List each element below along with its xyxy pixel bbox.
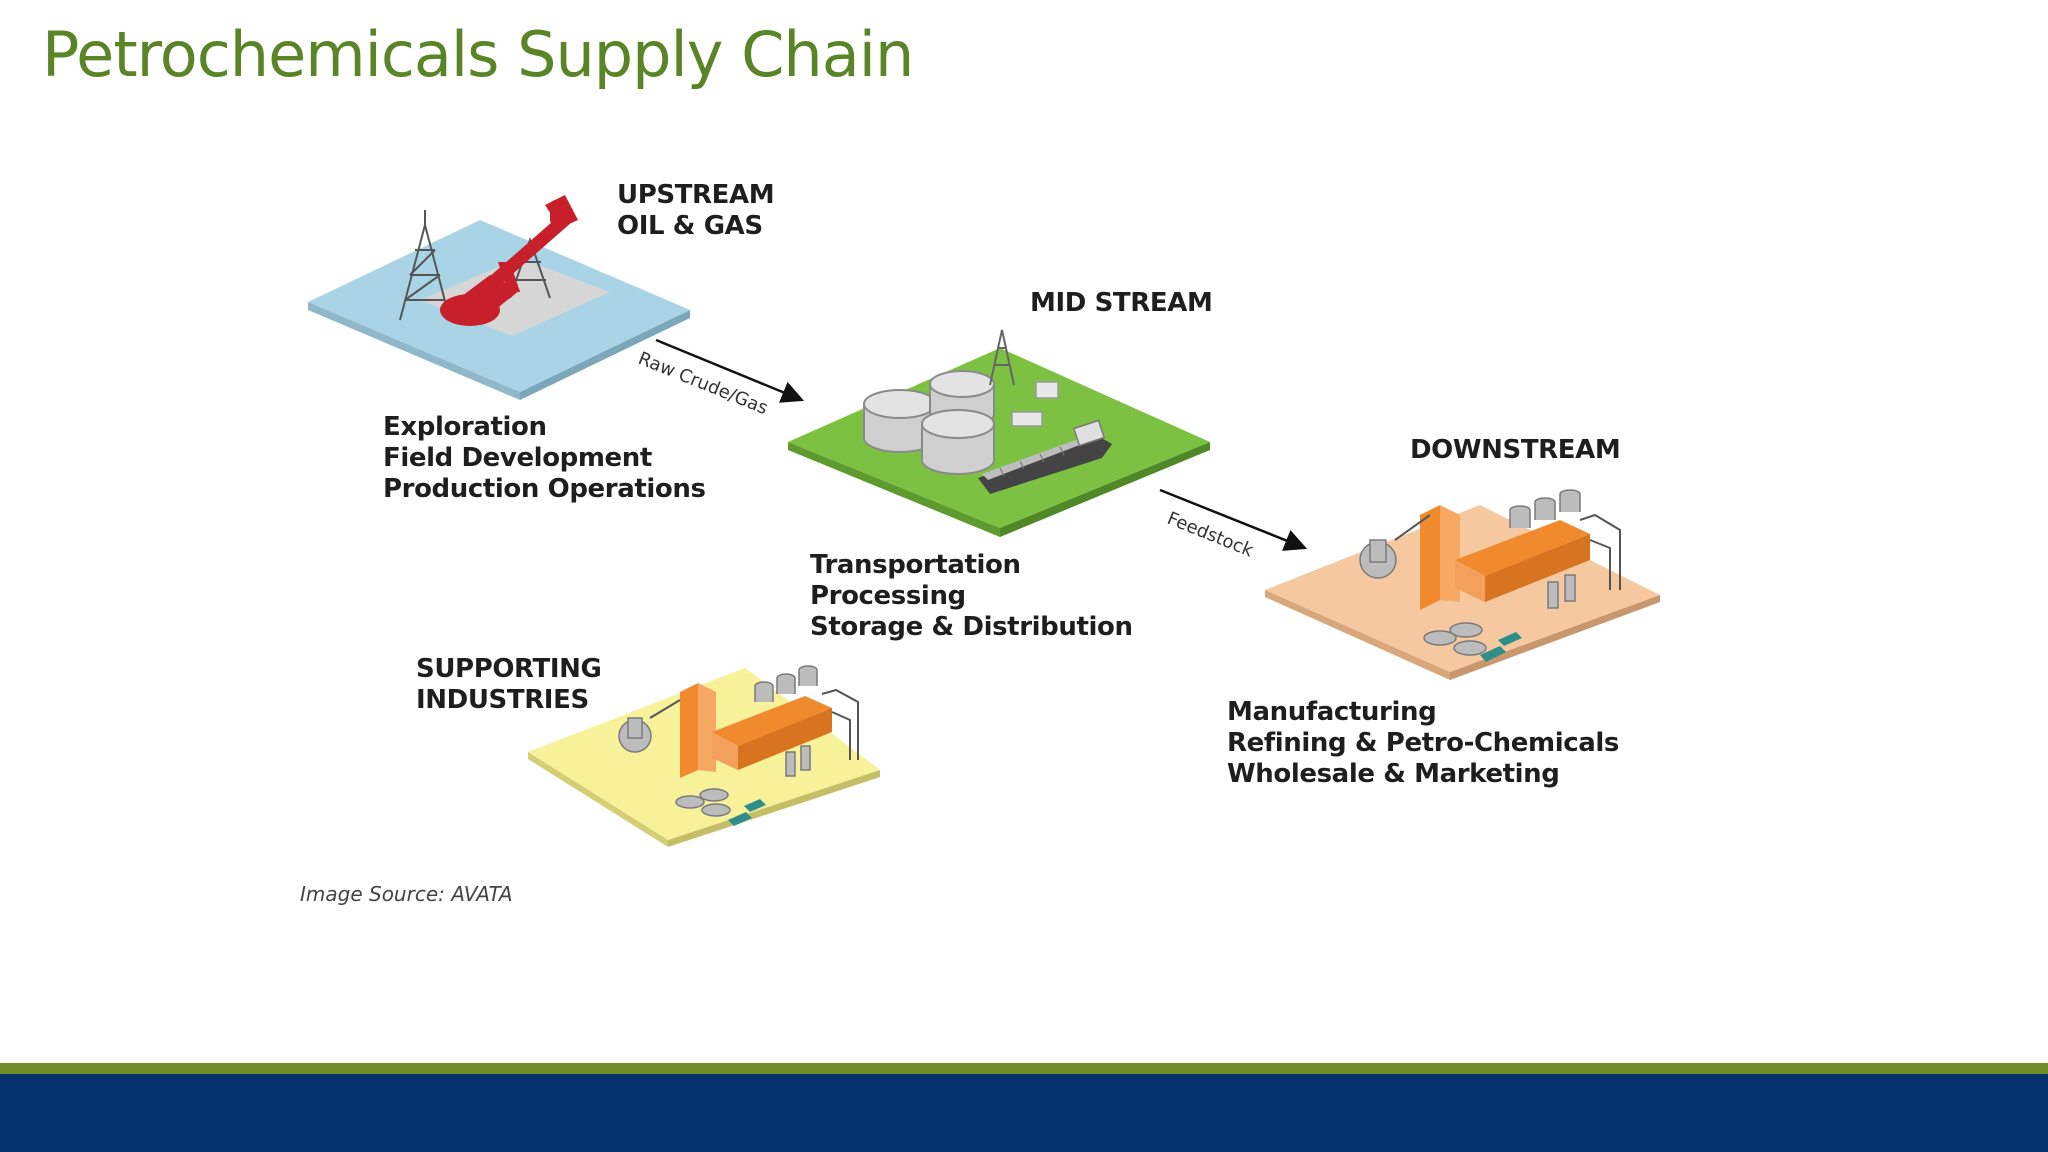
downstream-title: DOWNSTREAM (1410, 435, 1621, 465)
list-item: Transportation (810, 550, 1021, 580)
flow-arrow-raw-crude (655, 338, 805, 403)
list-item: Exploration (383, 412, 547, 442)
upstream-title: UPSTREAM OIL & GAS (617, 180, 775, 241)
midstream-activities: Transportation Processing Storage & Dist… (810, 550, 1133, 643)
footer-bar (0, 1074, 2048, 1152)
list-item: Refining & Petro-Chemicals (1227, 728, 1619, 758)
upstream-activities: Exploration Field Development Production… (383, 412, 706, 505)
list-item: Field Development (383, 443, 652, 473)
footer-stripe (0, 1063, 2048, 1074)
image-source-note: Image Source: AVATA (300, 882, 513, 906)
oil-pump-jack-icon (399, 195, 578, 326)
flow-arrow-feedstock (1159, 488, 1308, 551)
industrial-plant-icon (618, 665, 859, 826)
list-item: Manufacturing (1227, 697, 1437, 727)
refinery-plant-icon (1359, 489, 1621, 662)
list-item: Processing (810, 581, 966, 611)
list-item: Production Operations (383, 474, 706, 504)
slide-title: Petrochemicals Supply Chain (42, 18, 914, 91)
list-item: Wholesale & Marketing (1227, 759, 1560, 789)
list-item: Storage & Distribution (810, 612, 1133, 642)
midstream-title: MID STREAM (1030, 288, 1213, 318)
storage-tanks-tanker-icon (863, 329, 1112, 494)
supporting-title: SUPPORTING INDUSTRIES (416, 654, 602, 715)
downstream-activities: Manufacturing Refining & Petro-Chemicals… (1227, 697, 1619, 790)
midstream-platform (788, 348, 1210, 537)
